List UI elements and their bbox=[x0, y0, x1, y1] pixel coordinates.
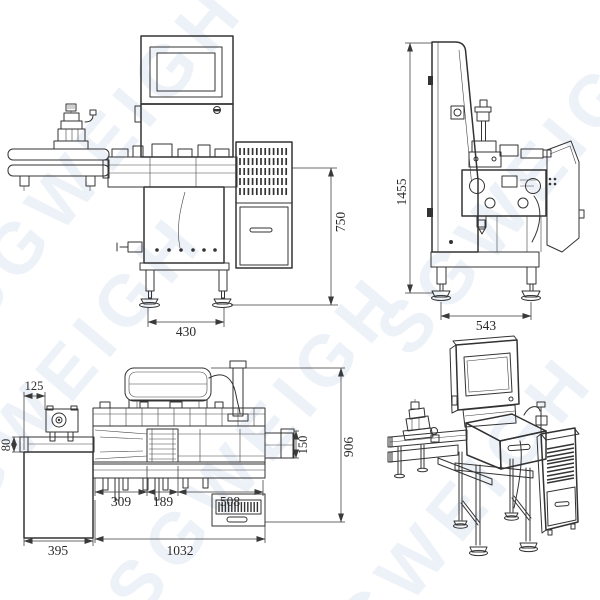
dim-125-label: 125 bbox=[25, 379, 44, 393]
front-view: 750 430 bbox=[7, 35, 348, 339]
dim-508-label: 508 bbox=[220, 494, 241, 509]
base-and-feet bbox=[139, 262, 233, 308]
dimension-750: 750 bbox=[231, 167, 348, 306]
iso-conveyors bbox=[387, 429, 493, 486]
side-cover-panel bbox=[546, 140, 585, 253]
dim-150-label: 150 bbox=[296, 436, 310, 455]
side-base-feet bbox=[430, 251, 541, 301]
dimension-1032: 1032 bbox=[94, 500, 266, 558]
dim-906-label: 906 bbox=[341, 437, 356, 458]
iso-body bbox=[454, 413, 547, 509]
dimension-543: 543 bbox=[440, 302, 532, 333]
dimension-150: 150 bbox=[293, 430, 310, 459]
dim-1032-label: 1032 bbox=[167, 543, 194, 558]
dimension-80: 80 bbox=[0, 436, 20, 453]
iso-air-regulator bbox=[523, 401, 548, 433]
dim-1455-label: 1455 bbox=[394, 178, 409, 205]
feeder-stack bbox=[53, 103, 97, 150]
iso-feeder bbox=[402, 399, 440, 443]
isometric-view bbox=[387, 335, 580, 557]
dimension-395: 395 bbox=[23, 538, 94, 558]
dimension-125: 125 bbox=[23, 379, 46, 450]
plan-feeder bbox=[124, 360, 249, 422]
iso-legs-feet bbox=[453, 451, 538, 557]
iso-monitor bbox=[449, 335, 520, 428]
dimension-1455: 1455 bbox=[394, 42, 434, 294]
side-view: 1455 543 bbox=[394, 41, 585, 333]
dim-750-label: 750 bbox=[333, 212, 348, 233]
dimension-906: 906 bbox=[211, 367, 356, 523]
side-column bbox=[427, 41, 486, 253]
plan-cabinet bbox=[211, 493, 266, 527]
dim-189-label: 189 bbox=[153, 494, 174, 509]
dim-430-label: 430 bbox=[176, 324, 197, 339]
dim-543-label: 543 bbox=[476, 318, 497, 333]
dimension-508: 508 bbox=[177, 480, 264, 509]
iso-cabinet bbox=[536, 427, 580, 536]
top-view: 125 80 309 189 508 150 bbox=[0, 360, 356, 558]
dimension-430: 430 bbox=[147, 308, 225, 339]
electrical-cabinet bbox=[235, 141, 293, 269]
dim-395-label: 395 bbox=[48, 543, 69, 558]
dimension-309: 309 bbox=[94, 466, 148, 509]
dim-80-label: 80 bbox=[0, 439, 13, 452]
dim-309-label: 309 bbox=[111, 494, 132, 509]
